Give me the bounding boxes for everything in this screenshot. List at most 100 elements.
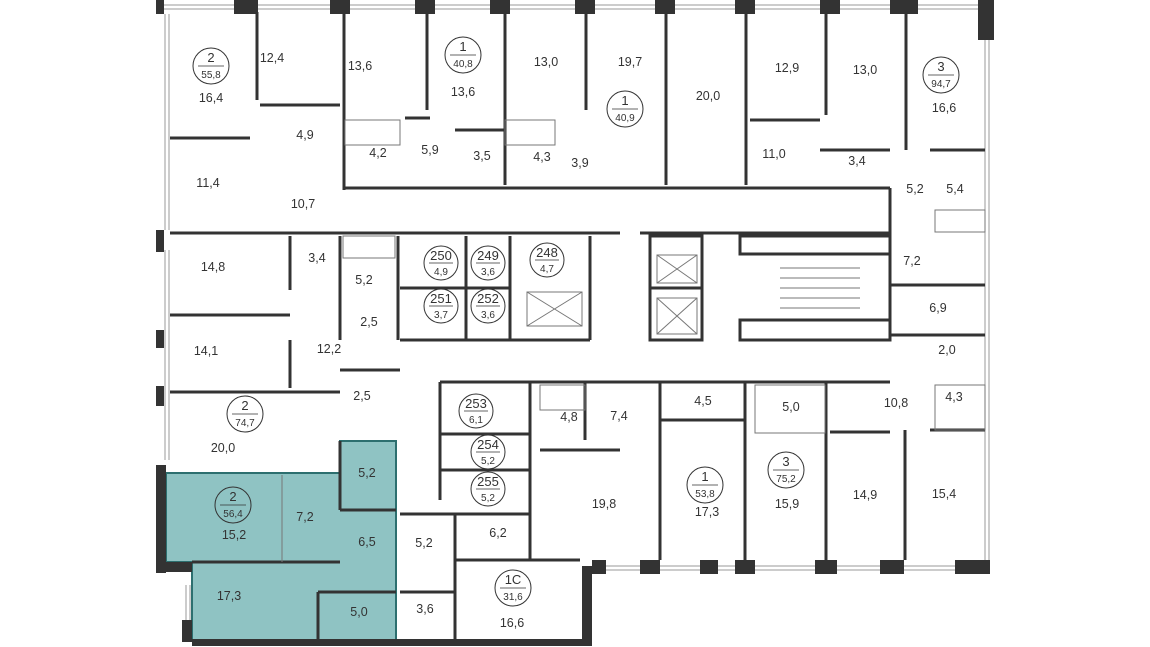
apartment-area: 55,8: [201, 70, 221, 81]
apartment-area: 53,8: [695, 489, 715, 500]
room-area-label: 14,8: [201, 260, 225, 274]
room-area-label: 4,3: [533, 150, 550, 164]
apartment-rooms: 1: [459, 39, 466, 54]
room-area-label: 7,2: [903, 254, 920, 268]
apartment-badge-a4: 394,7: [922, 56, 960, 94]
apartment-area: 56,4: [223, 509, 243, 520]
room-area-label: 5,0: [350, 605, 367, 619]
apartment-badge-a7: 153,8: [686, 466, 724, 504]
room-area-label: 2,0: [938, 343, 955, 357]
room-area-label: 11,4: [196, 176, 219, 190]
apartment-rooms: 2: [207, 50, 214, 65]
apartment-rooms: 3: [937, 59, 944, 74]
storage-area: 4,9: [434, 267, 448, 278]
room-area-label: 10,8: [884, 396, 908, 410]
interior-walls: [170, 12, 985, 640]
room-area-label: 16,6: [932, 101, 956, 115]
apartment-badge-a6: 256,4: [214, 486, 252, 524]
room-area-label: 20,0: [211, 441, 235, 455]
room-area-label: 12,2: [317, 342, 341, 356]
room-area-label: 17,3: [695, 505, 719, 519]
storage-number: 252: [477, 291, 499, 306]
room-area-label: 5,2: [415, 536, 432, 550]
room-area-label: 4,5: [694, 394, 711, 408]
room-area-label: 6,5: [358, 535, 375, 549]
room-area-label: 15,9: [775, 497, 799, 511]
apartment-rooms: 2: [229, 489, 236, 504]
apartment-rooms: 2: [241, 398, 248, 413]
storage-number: 255: [477, 474, 499, 489]
apartment-rooms: 3: [782, 454, 789, 469]
storage-area: 6,1: [469, 415, 483, 426]
storage-area: 3,7: [434, 310, 448, 321]
room-area-label: 2,5: [360, 315, 377, 329]
room-area-label: 3,4: [848, 154, 865, 168]
storage-number: 249: [477, 248, 499, 263]
storage-number: 254: [477, 437, 499, 452]
apartment-area: 94,7: [931, 79, 951, 90]
storage-badges: 2504,92493,62484,72513,72523,62536,12545…: [423, 242, 565, 507]
apartment-rooms: 1: [621, 93, 628, 108]
apartment-area: 40,9: [615, 113, 635, 124]
room-area-label: 16,6: [500, 616, 524, 630]
room-area-label: 4,8: [560, 410, 577, 424]
room-area-label: 6,9: [929, 301, 946, 315]
room-area-label: 3,9: [571, 156, 588, 170]
room-area-label: 5,4: [946, 182, 963, 196]
storage-area: 5,2: [481, 493, 495, 504]
apartment-badge-a1: 255,8: [192, 47, 230, 85]
storage-area: 4,7: [540, 264, 554, 275]
apartment-badge-a3: 140,9: [606, 90, 644, 128]
room-area-label: 13,6: [348, 59, 372, 73]
room-area-label: 19,7: [618, 55, 642, 69]
room-area-label: 13,6: [451, 85, 475, 99]
room-area-label: 17,3: [217, 589, 241, 603]
apartment-badges: 255,8140,8140,9394,7274,7256,4153,8375,2…: [192, 36, 960, 607]
room-area-label: 16,4: [199, 91, 223, 105]
room-area-label: 12,4: [260, 51, 284, 65]
room-area-label: 14,9: [853, 488, 877, 502]
room-area-label: 7,2: [296, 510, 313, 524]
storage-number: 251: [430, 291, 452, 306]
apartment-rooms: 1С: [505, 572, 522, 587]
room-area-label: 5,9: [421, 143, 438, 157]
room-area-label: 3,4: [308, 251, 325, 265]
apartment-area: 40,8: [453, 59, 473, 70]
room-area-label: 3,6: [416, 602, 433, 616]
room-area-label: 5,2: [355, 273, 372, 287]
room-area-label: 4,9: [296, 128, 313, 142]
room-area-label: 10,7: [291, 197, 315, 211]
room-area-label: 3,5: [473, 149, 490, 163]
apartment-area: 75,2: [776, 474, 796, 485]
room-area-label: 13,0: [534, 55, 558, 69]
fixtures: [281, 119, 986, 562]
room-area-label: 4,3: [945, 390, 962, 404]
apartment-badge-a9: 1С 31,6: [494, 569, 532, 607]
room-area-label: 14,1: [194, 344, 218, 358]
apartment-area: 31,6: [503, 592, 523, 603]
room-area-label: 20,0: [696, 89, 720, 103]
room-area-label: 12,9: [775, 61, 799, 75]
storage-number: 253: [465, 396, 487, 411]
apartment-rooms: 1: [701, 469, 708, 484]
storage-number: 248: [536, 245, 558, 260]
apartment-badge-a5: 274,7: [226, 395, 264, 433]
storage-area: 3,6: [481, 267, 495, 278]
room-area-label: 2,5: [353, 389, 370, 403]
room-area-label: 5,2: [906, 182, 923, 196]
room-area-label: 5,2: [358, 466, 375, 480]
room-area-label: 15,2: [222, 528, 246, 542]
apartment-badge-a2: 140,8: [444, 36, 482, 74]
room-area-label: 15,4: [932, 487, 956, 501]
storage-number: 250: [430, 248, 452, 263]
room-area-label: 19,8: [592, 497, 616, 511]
room-area-label: 6,2: [489, 526, 506, 540]
